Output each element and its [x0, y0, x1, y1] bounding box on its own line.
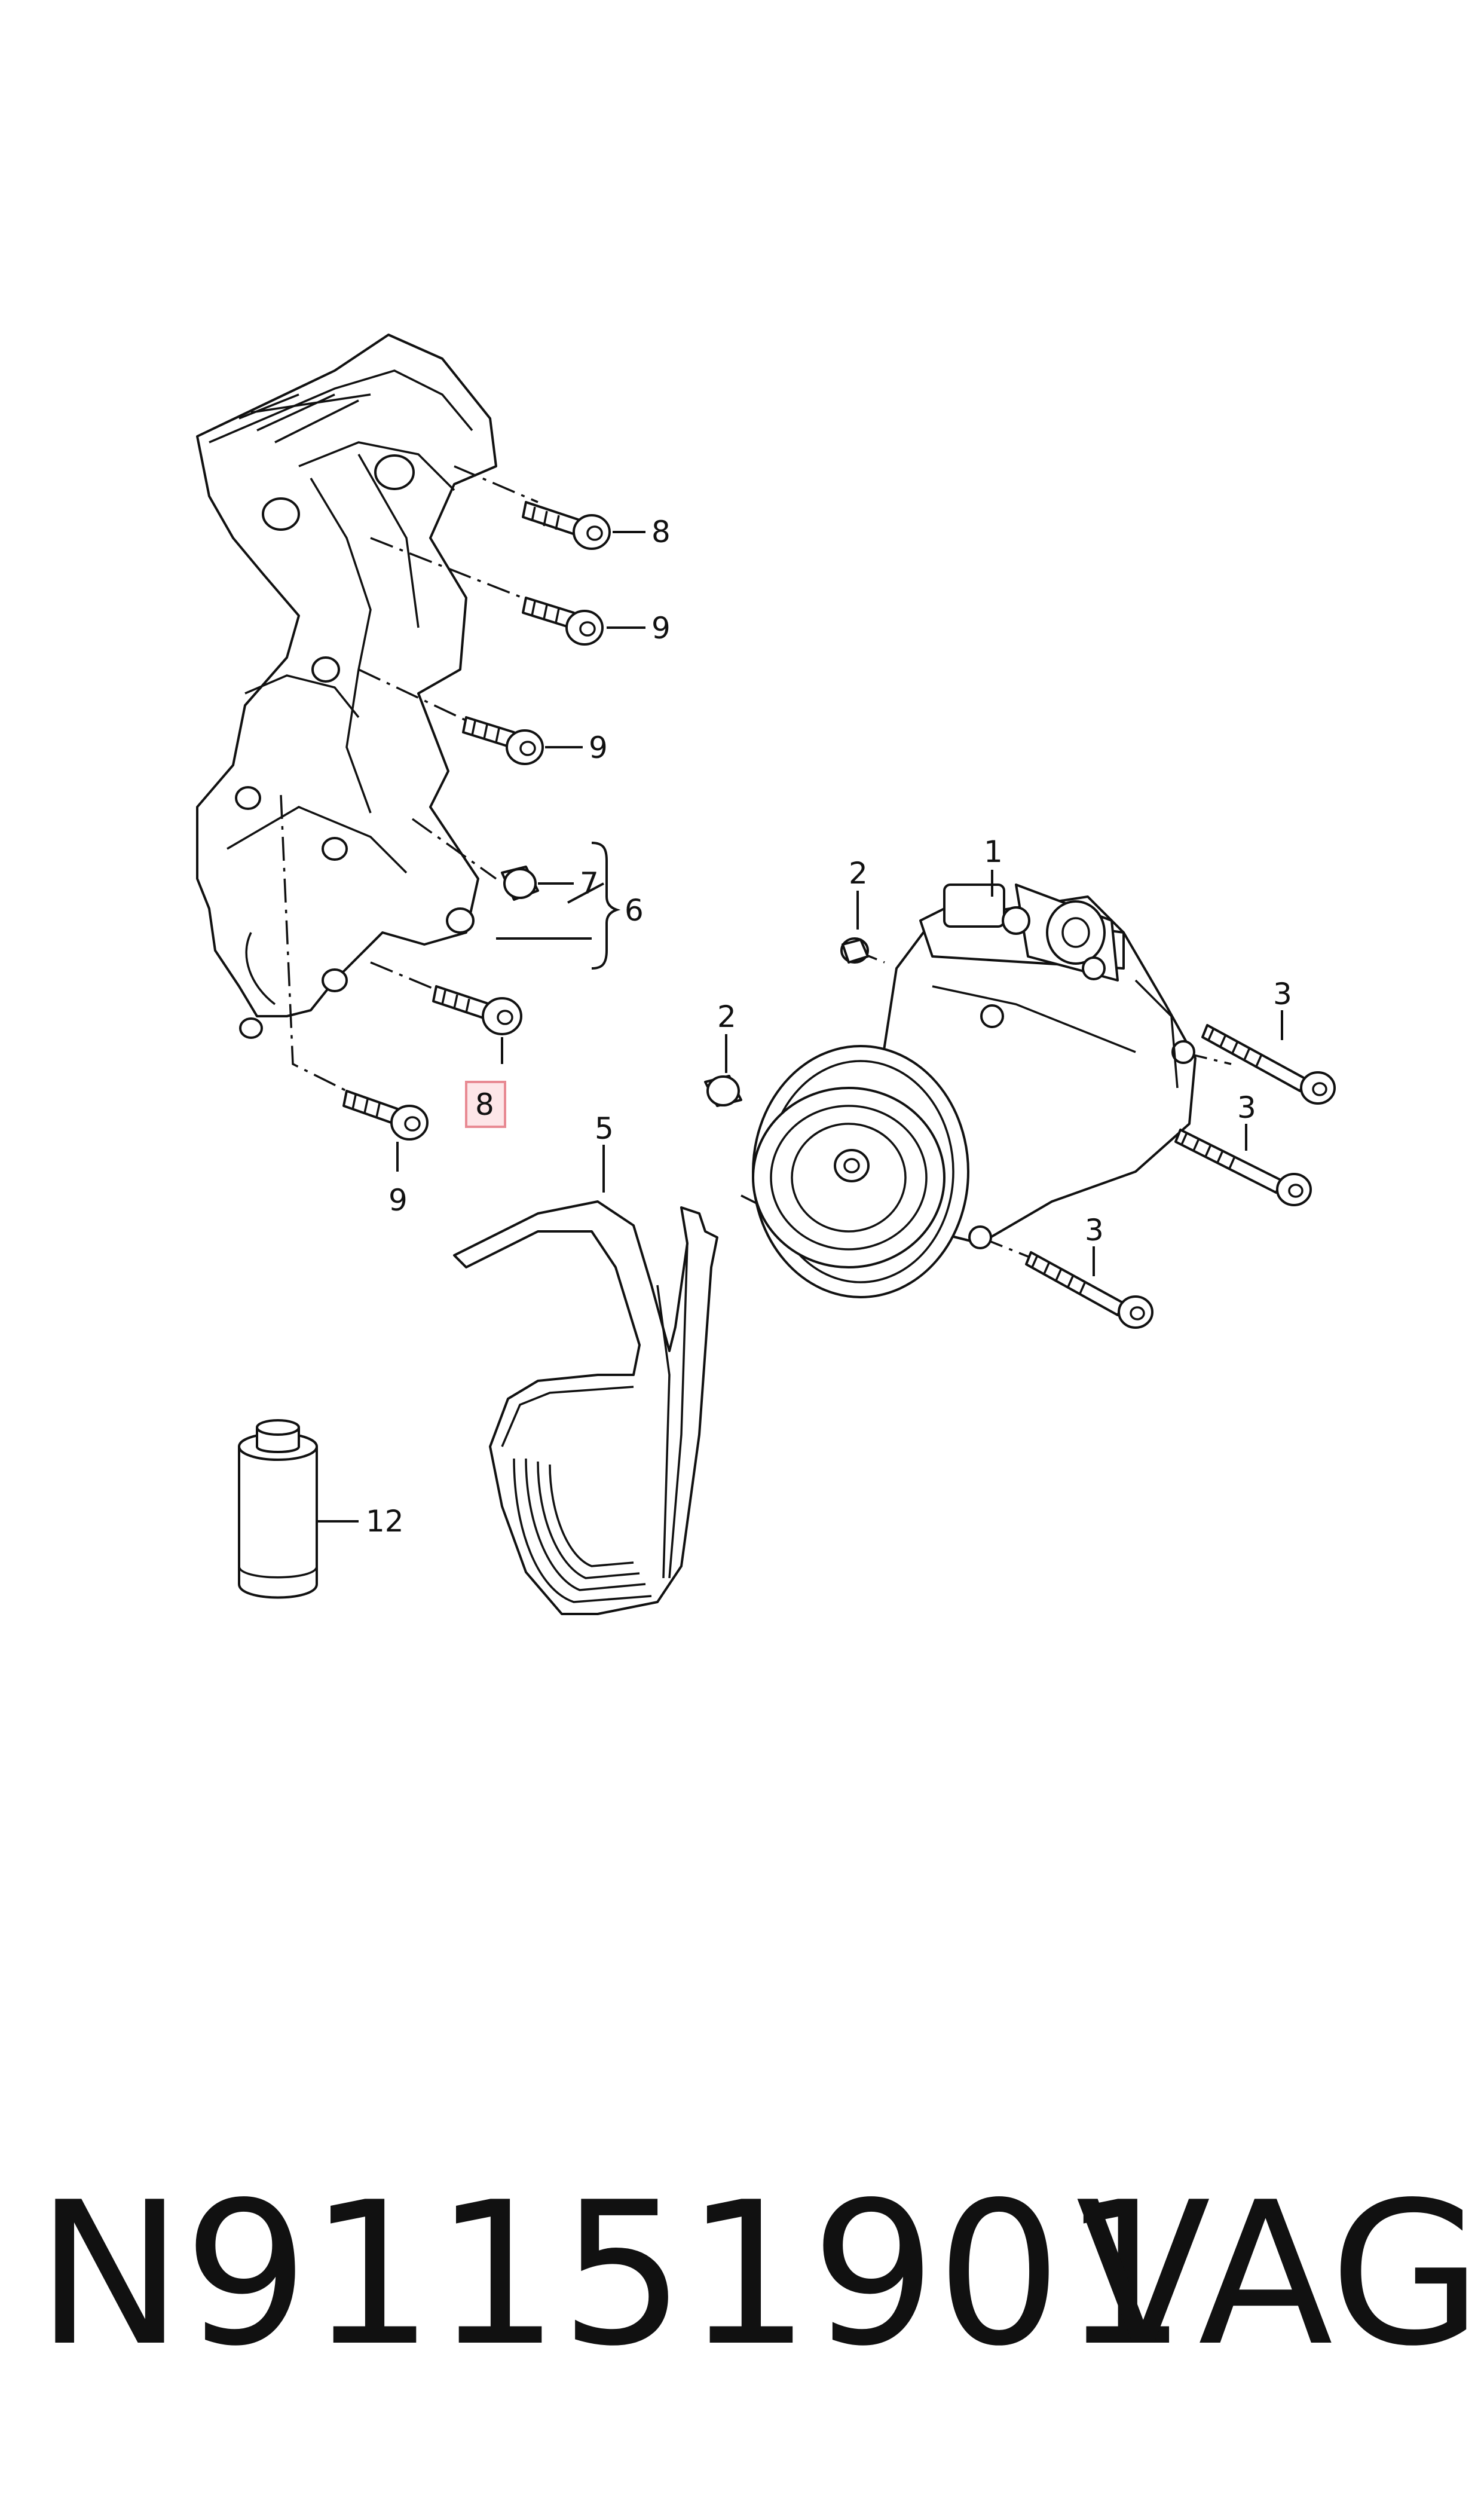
callout-1: 1 — [984, 834, 1003, 869]
callout-2-lower: 2 — [717, 999, 736, 1034]
oil-cylinder-12 — [238, 1419, 318, 1599]
callout-3-b: 3 — [1237, 1090, 1256, 1125]
bolt-9-c — [342, 1090, 429, 1141]
mounting-bracket — [196, 334, 497, 1039]
callout-8-highlighted: 8 — [475, 1087, 494, 1122]
callout-leaders — [317, 531, 1283, 1523]
callout-9-b: 9 — [589, 730, 608, 765]
callout-8-top: 8 — [651, 515, 671, 549]
ribbed-belt — [453, 1200, 718, 1615]
bushing-7 — [501, 866, 539, 901]
sleeve-2-upper — [840, 937, 869, 964]
parts-diagram: 1 2 2 3 3 3 5 6 7 8 8 9 9 9 12 — [196, 334, 1336, 1615]
callout-5: 5 — [595, 1111, 614, 1146]
callout-7: 7 — [580, 866, 599, 901]
callout-2-upper: 2 — [849, 856, 868, 891]
callout-12: 12 — [366, 1504, 404, 1539]
sleeve-2-lower — [704, 1075, 742, 1107]
bolt-3-a — [1201, 1024, 1336, 1105]
callout-3-a: 3 — [1273, 977, 1292, 1011]
bolt-3-c — [1025, 1251, 1153, 1329]
callout-9-c: 9 — [388, 1183, 408, 1218]
brand-text: VAG — [1076, 2160, 1483, 2389]
part-number-text: N91151901 — [36, 2160, 1188, 2389]
bolt-9-a — [522, 597, 604, 646]
highlight-box — [465, 1081, 506, 1128]
ac-compressor — [752, 883, 1197, 1298]
callout-6: 6 — [625, 893, 644, 928]
bolt-9-b — [462, 716, 544, 765]
bolt-8-highlighted — [432, 985, 522, 1035]
callout-3-c: 3 — [1085, 1213, 1104, 1248]
bolt-8-top — [522, 501, 611, 550]
bolt-3-b — [1174, 1129, 1312, 1206]
callout-labels: 1 2 2 3 3 3 5 6 7 8 8 9 9 9 12 — [366, 515, 1292, 1539]
callout-9-a: 9 — [651, 611, 671, 646]
